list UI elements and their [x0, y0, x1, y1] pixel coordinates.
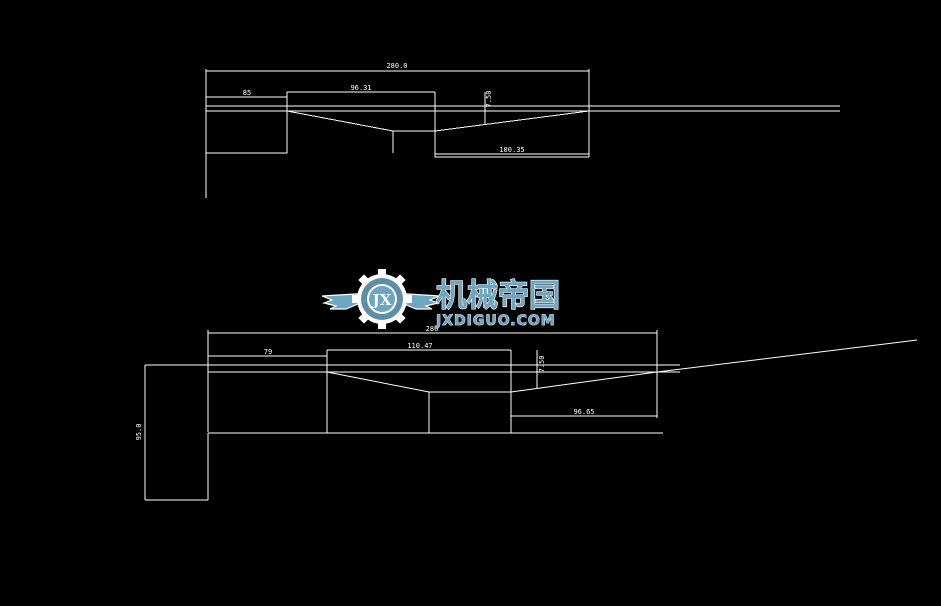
top-overall-dimension-label: 280.0	[386, 62, 407, 70]
bottom-vertical-dimension-label: 7.50	[538, 356, 546, 373]
watermark-logo: JX 机械帝国 JXDIGUO.COM	[321, 269, 561, 329]
top-taper-profile	[286, 110, 590, 132]
top-left-step-dimension-label: 85	[243, 89, 251, 97]
top-left-block-outline	[206, 92, 288, 154]
bottom-left-dimension-label: 79	[264, 348, 272, 356]
bottom-right-bottom-dimension-label: 96.65	[573, 408, 594, 416]
top-right-bottom-dimension-label: 100.35	[499, 146, 524, 154]
bottom-height-dimension-label: 95.0	[135, 424, 143, 441]
watermark-english-name: JXDIGUO.COM	[435, 313, 556, 329]
top-vertical-dimension-label: 7.50	[485, 91, 493, 108]
bottom-overall-dimension-label: 280	[426, 325, 439, 333]
bottom-profile-drawing: 280 79 110.47 7.50 96.65 95.0	[135, 325, 918, 501]
bottom-middle-dimension-label: 110.47	[407, 342, 432, 350]
top-profile-drawing: 280.0 85 96.31 7.50 100.35	[205, 62, 840, 198]
bottom-slanted-leader-line	[656, 339, 918, 373]
emblem-letters: JX	[371, 291, 392, 309]
watermark-chinese-name: 机械帝国	[436, 278, 560, 314]
top-right-block-outline	[434, 92, 589, 158]
bottom-taper-profile	[326, 371, 658, 393]
top-middle-dimension-label: 96.31	[350, 84, 371, 92]
